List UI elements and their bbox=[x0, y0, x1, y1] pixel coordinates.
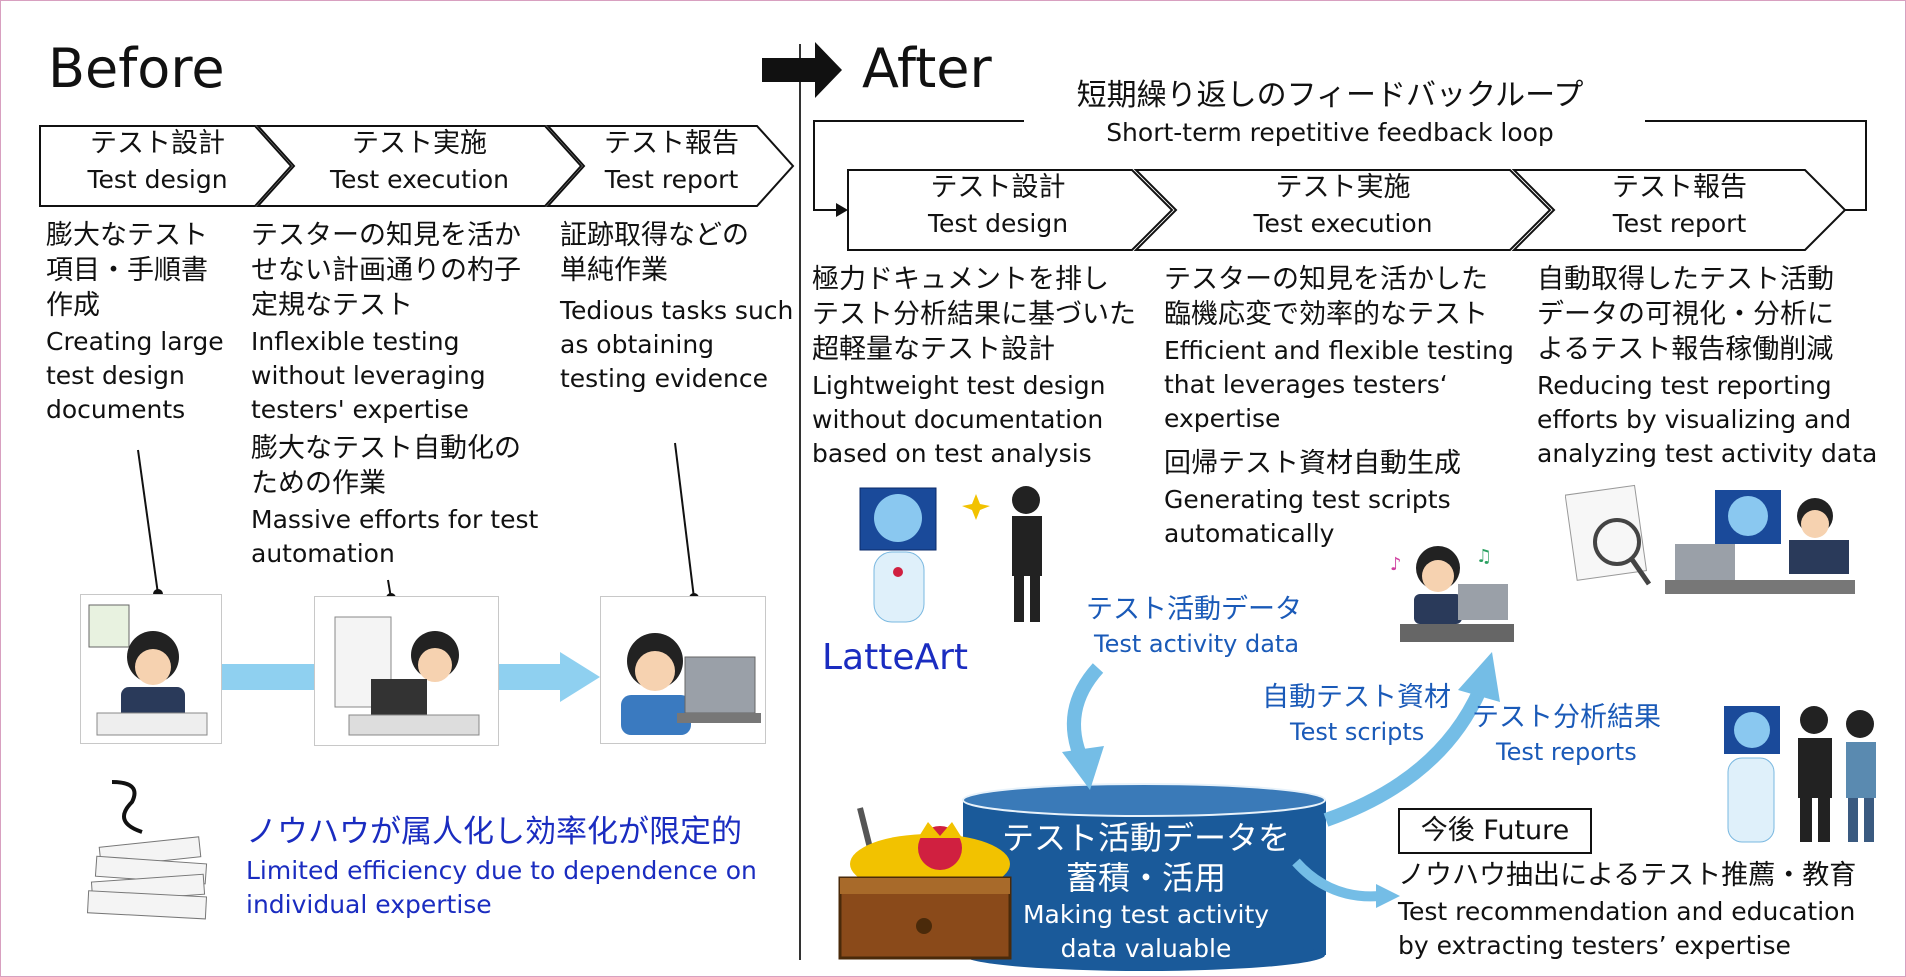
test-reports-label: テスト分析結果 Test reports bbox=[1472, 702, 1661, 766]
messy-documents-illustration bbox=[86, 780, 208, 920]
treasure-chest-illustration bbox=[838, 807, 1012, 960]
ai-advisor-illustration bbox=[1724, 706, 1876, 843]
after-step-chevrons bbox=[847, 169, 1847, 251]
before-step-execution: テスト実施 Test execution bbox=[329, 128, 509, 194]
before-step-design: テスト設計 Test design bbox=[87, 128, 228, 194]
svg-text:♪: ♪ bbox=[1390, 554, 1402, 575]
before-problem: ノウハウが属人化し効率化が限定的 Limited efficiency due … bbox=[246, 814, 757, 919]
before-flow-arrowhead bbox=[560, 652, 600, 702]
after-col-report: 自動取得したテスト活動 データの可視化・分析に よるテスト報告稼働削減 Redu… bbox=[1537, 264, 1878, 468]
before-flow-bar-2 bbox=[495, 664, 560, 690]
callout-line-3 bbox=[674, 442, 695, 599]
before-chevron-execution bbox=[255, 125, 583, 207]
data-store-cylinder bbox=[962, 783, 1326, 971]
future-description: ノウハウ抽出によるテスト推薦・教育 Test recommendation an… bbox=[1398, 860, 1857, 960]
after-chevron-report bbox=[1511, 169, 1847, 251]
data-store-label: テスト活動データを 蓄積・活用 Making test activity dat… bbox=[1001, 819, 1290, 963]
after-chevron-design bbox=[847, 169, 1174, 251]
after-step-design: テスト設計 Test design bbox=[927, 172, 1069, 238]
test-scripts-label: 自動テスト資材 Test scripts bbox=[1262, 682, 1451, 746]
paperwork-worker-illustration bbox=[314, 596, 499, 746]
before-heading: Before bbox=[48, 37, 225, 100]
before-col-design: 膨大なテスト 項目・手順書 作成 Creating large test des… bbox=[46, 220, 224, 424]
before-chevron-report bbox=[545, 125, 795, 207]
before-col-report: 証跡取得などの 単純作業 Tedious tasks such as obtai… bbox=[560, 220, 794, 393]
after-chevron-execution bbox=[1133, 169, 1552, 251]
scripts-arrow bbox=[1323, 687, 1487, 827]
latteart-logo: LatteArt bbox=[822, 637, 969, 678]
before-flow-bar-1 bbox=[220, 664, 315, 690]
stressed-worker-illustration bbox=[80, 594, 222, 744]
svg-text:♫: ♫ bbox=[1476, 546, 1492, 567]
before-step-report: テスト報告 Test report bbox=[604, 128, 739, 194]
feedback-loop-label: 短期繰り返しのフィードバックループ Short-term repetitive … bbox=[1076, 78, 1584, 147]
happy-tester-illustration: ♪ ♫ bbox=[1390, 546, 1514, 642]
callout-line-1 bbox=[137, 449, 159, 595]
report-analysis-illustration bbox=[1565, 484, 1855, 594]
after-col-design: 極力ドキュメントを排し テスト分析結果に基づいた 超軽量なテスト設計 Light… bbox=[812, 264, 1136, 468]
before-col-execution: テスターの知見を活か せない計画通りの杓子 定規なテスト Inflexible … bbox=[251, 220, 539, 568]
before-after-arrow bbox=[762, 42, 842, 98]
ai-and-tester-illustration bbox=[859, 486, 1042, 623]
after-col-execution: テスターの知見を活かした 臨機応変で効率的なテスト Efficient and … bbox=[1164, 264, 1514, 548]
before-chevron-design bbox=[39, 125, 293, 207]
loop-line-right bbox=[1645, 120, 1867, 211]
after-step-report: テスト報告 Test report bbox=[1612, 172, 1747, 238]
loop-line-left bbox=[813, 120, 1024, 211]
laptop-worker-illustration bbox=[600, 596, 766, 744]
after-heading: After bbox=[862, 37, 992, 100]
activity-data-label: テスト活動データ Test activity data bbox=[1086, 594, 1302, 658]
future-arrow bbox=[1292, 858, 1381, 902]
activity-arrow bbox=[1066, 663, 1104, 763]
before-step-chevrons bbox=[39, 125, 795, 207]
future-badge: 今後 Future bbox=[1398, 808, 1592, 854]
after-step-execution: テスト実施 Test execution bbox=[1253, 172, 1433, 238]
